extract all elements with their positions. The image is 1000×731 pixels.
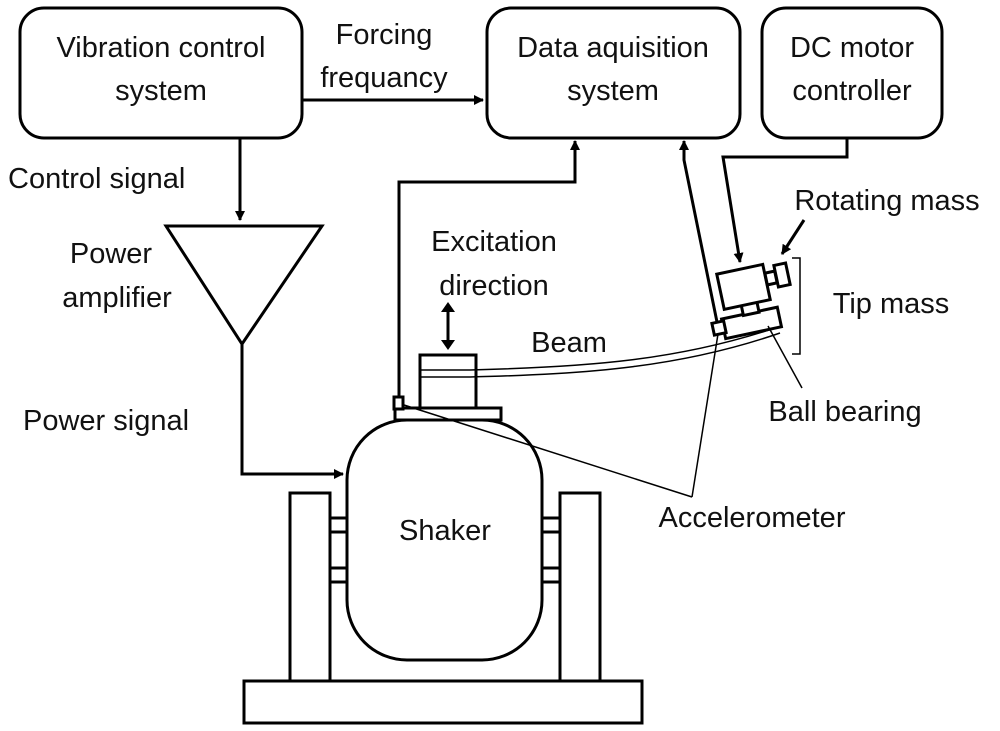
dc-motor-controller-block: DC motor controller [760, 6, 944, 140]
excitation-label-line1: Excitation [431, 226, 557, 258]
shaker-base [242, 679, 644, 725]
control-signal-label: Control signal [8, 163, 185, 195]
shaker-right-support [558, 491, 602, 683]
shaker-armature-plate [393, 406, 503, 422]
rotating-mass [772, 261, 792, 289]
forcing-label-line2: frequancy [320, 62, 448, 94]
tip-mass-label: Tip mass [833, 288, 950, 320]
base-accelerometer [392, 395, 405, 411]
tip-mass-bracket: Tip mass [792, 257, 950, 355]
excitation-direction: Excitation direction [431, 226, 557, 350]
data-acquisition-system-block: Data aquisition system [485, 6, 742, 140]
excitation-arrow-up-icon [441, 302, 455, 312]
dc-motor [714, 262, 772, 312]
shaker-left-support [288, 491, 332, 683]
power-signal: Power signal [23, 344, 344, 479]
dc-motor-label-line1: DC motor [790, 32, 914, 64]
tip-accelerometer-signal [679, 140, 719, 323]
accelerometer-callout: Accelerometer [403, 333, 846, 534]
motor-control-signal [721, 138, 849, 263]
beam: Beam [420, 326, 781, 378]
shaker-assembly: Shaker [242, 353, 644, 725]
beam-clamp [418, 353, 478, 410]
vibration-control-label-line1: Vibration control [56, 32, 265, 64]
power-amplifier: Power amplifier [62, 224, 325, 347]
power-amplifier-label-line1: Power [70, 238, 153, 270]
beam-label: Beam [531, 327, 607, 359]
forcing-label-line1: Forcing [336, 19, 433, 51]
vibration-control-label-line2: system [115, 75, 207, 107]
excitation-arrow-down-icon [441, 340, 455, 350]
power-signal-label: Power signal [23, 405, 189, 437]
shaker-label: Shaker [399, 515, 491, 547]
accelerometer-label: Accelerometer [659, 502, 846, 534]
forcing-frequency-signal: Forcing frequancy [302, 19, 484, 105]
tip-mass-assembly [710, 261, 792, 341]
tip-accelerometer [710, 319, 728, 337]
ball-bearing-callout: Ball bearing [767, 325, 922, 428]
control-signal: Control signal [8, 138, 245, 221]
ball-bearing-label: Ball bearing [768, 396, 921, 428]
base-accelerometer-signal [397, 140, 580, 397]
data-acquisition-label-line1: Data aquisition [517, 32, 709, 64]
rotating-mass-label: Rotating mass [794, 185, 979, 217]
power-amplifier-label-line2: amplifier [62, 282, 172, 314]
rotating-mass-callout: Rotating mass [780, 185, 980, 255]
vibration-control-system-block: Vibration control system [18, 6, 304, 140]
dc-motor-label-line2: controller [792, 75, 912, 107]
excitation-label-line2: direction [439, 270, 549, 302]
data-acquisition-label-line2: system [567, 75, 659, 107]
